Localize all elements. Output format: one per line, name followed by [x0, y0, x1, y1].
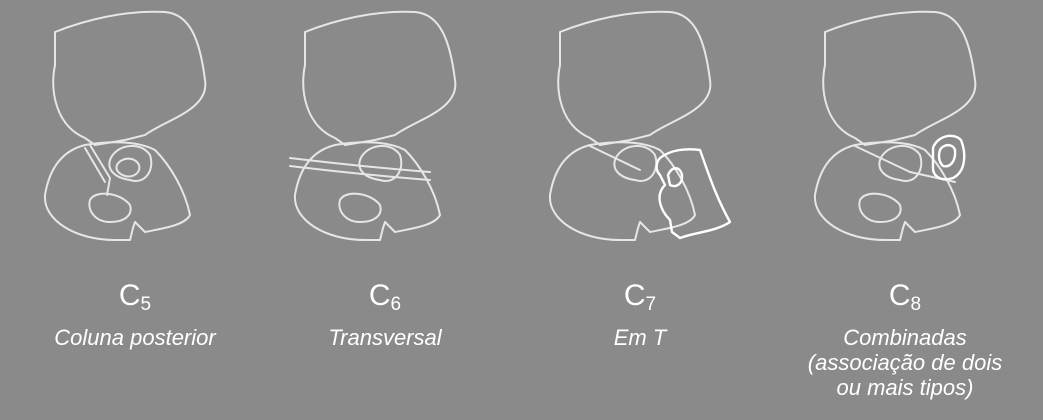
classification-description: Em T	[500, 325, 780, 350]
panel-c8: C8 Combinadas (associação de dois ou mai…	[785, 0, 1025, 420]
classification-description: Combinadas (associação de dois ou mais t…	[765, 325, 1043, 400]
classification-description: Coluna posterior	[0, 325, 275, 350]
hip-bone-illustration	[785, 0, 1025, 270]
hip-bone-illustration	[15, 0, 255, 270]
hip-bone-illustration	[520, 0, 760, 270]
panel-c7: C7 Em T	[520, 0, 760, 420]
classification-code: C5	[15, 280, 255, 321]
panel-c5: C5 Coluna posterior	[15, 0, 255, 420]
hip-bone-illustration	[265, 0, 505, 270]
classification-code: C7	[520, 280, 760, 321]
panel-c6: C6 Transversal	[265, 0, 505, 420]
classification-description: Transversal	[245, 325, 525, 350]
classification-code: C8	[785, 280, 1025, 321]
classification-code: C6	[265, 280, 505, 321]
